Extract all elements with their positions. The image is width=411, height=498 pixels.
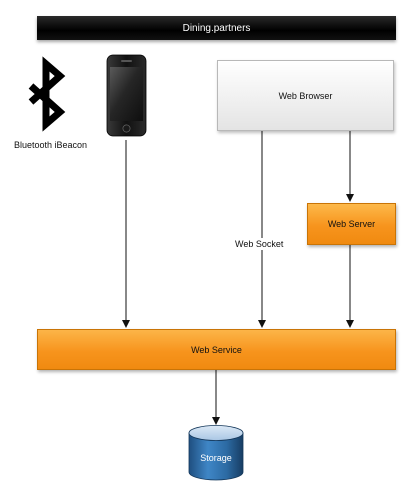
web-server-label: Web Server xyxy=(327,219,376,229)
diagram-title: Dining.partners xyxy=(182,22,251,34)
connectors xyxy=(122,131,354,425)
web-browser-box: Web Browser xyxy=(217,60,394,131)
web-socket-label: Web Socket xyxy=(234,238,285,250)
web-browser-label: Web Browser xyxy=(278,90,333,101)
storage-label: Storage xyxy=(200,453,232,463)
web-service-box: Web Service xyxy=(37,329,396,370)
diagram-title-bar: Dining.partners xyxy=(37,16,396,40)
smartphone-icon xyxy=(106,54,147,137)
bluetooth-icon xyxy=(28,56,66,132)
web-service-label: Web Service xyxy=(191,344,242,355)
database-cylinder-icon: Storage xyxy=(188,425,244,481)
web-server-box: Web Server xyxy=(307,203,396,245)
bluetooth-ibeacon-label: Bluetooth iBeacon xyxy=(14,140,88,150)
